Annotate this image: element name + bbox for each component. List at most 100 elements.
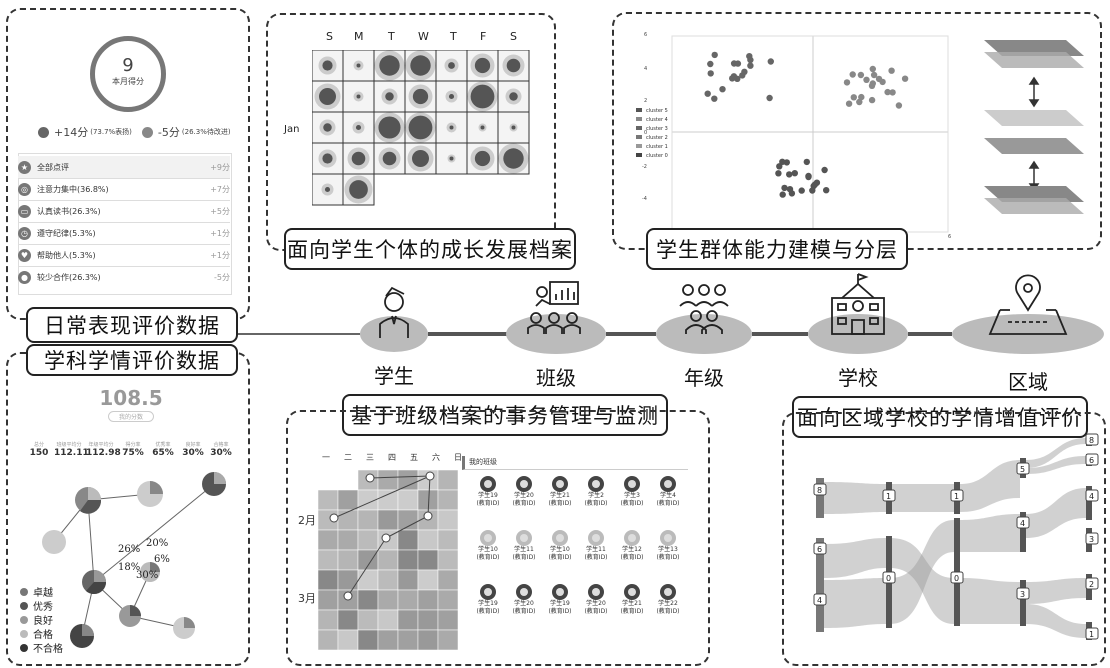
student-id-label: (教育ID) [548, 608, 572, 615]
scatter-point [707, 70, 714, 77]
student-card[interactable]: 学生19(教育ID) [468, 476, 508, 508]
comment-item[interactable]: ●较少合作(26.3%)-5分 [18, 266, 230, 288]
calendar-cell [497, 50, 530, 82]
student-card[interactable]: 学生11(教育ID) [504, 530, 544, 562]
legend-fail: 不合格 [20, 640, 63, 655]
scatter-point [805, 173, 812, 181]
student-avatar-icon [552, 476, 568, 492]
ytick: 2 [644, 98, 647, 104]
comment-item[interactable]: ◷遵守纪律(5.3%)+1分 [18, 222, 230, 245]
student-card[interactable]: 学生11(教育ID) [576, 530, 616, 562]
scatter-point [730, 60, 738, 67]
student-card[interactable]: 学生10(教育ID) [540, 530, 580, 562]
calendar-cell [342, 142, 375, 175]
trajectory-line [385, 515, 429, 539]
scatter-point [823, 187, 830, 194]
calendar-cell [404, 142, 437, 175]
class-calendar-cell [397, 569, 419, 591]
trajectory-line [427, 475, 431, 517]
student-id-label: (教育ID) [512, 608, 536, 615]
stat-title: 优秀率 [155, 442, 171, 448]
weekday-label: T [450, 30, 457, 43]
student-card[interactable]: 学生20(教育ID) [576, 584, 616, 616]
student-card[interactable]: 学生22(教育ID) [648, 584, 688, 616]
sankey-node-label: 3 [1020, 590, 1025, 599]
class-calendar-cell [357, 549, 379, 571]
entity-student: 学生 [374, 364, 414, 388]
label-group-modeling: 学生群体能力建模与分层 [646, 228, 908, 270]
weekday-label: S [326, 30, 333, 43]
scatter-point [850, 94, 857, 101]
student-avatar-icon [480, 530, 496, 546]
weekday-label: W [418, 30, 429, 43]
layer-pair-bottom [984, 186, 1084, 214]
student-card[interactable]: 学生3(教育ID) [612, 476, 652, 508]
comment-label: 帮助他人(5.3%) [37, 250, 96, 260]
scatter-point [704, 90, 711, 97]
calendar-cell [497, 80, 530, 113]
pct-label: 26% [118, 544, 140, 555]
comment-item[interactable]: ▭认真读书(26.3%)+5分 [18, 200, 230, 223]
student-card[interactable]: 学生13(教育ID) [648, 530, 688, 562]
stat-title: 得分率 [125, 442, 141, 448]
class-calendar-cell [357, 529, 379, 551]
student-card[interactable]: 学生12(教育ID) [612, 530, 652, 562]
legend-excellent: 卓越 [20, 584, 53, 599]
pie-node [173, 617, 195, 639]
scatter-point [776, 163, 783, 170]
comment-item[interactable]: ♥帮助他人(5.3%)+1分 [18, 244, 230, 267]
team-icon: ● [18, 270, 31, 284]
legend-label: 优秀 [33, 602, 53, 613]
school-building-icon [831, 273, 885, 335]
double-arrow-icon [1028, 76, 1040, 108]
student-card[interactable]: 学生20(教育ID) [504, 584, 544, 616]
comment-score: +1分 [210, 228, 230, 238]
scatter-point [786, 171, 793, 178]
comment-item[interactable]: ◎注意力集中(36.8%)+7分 [18, 178, 230, 201]
comment-score: +1分 [210, 250, 230, 260]
student-card[interactable]: 学生19(教育ID) [468, 584, 508, 616]
class-calendar-cell [397, 469, 419, 491]
student-card[interactable]: 学生20(教育ID) [504, 476, 544, 508]
scatter-point [798, 187, 805, 194]
student-name: 学生3 [624, 492, 640, 499]
class-calendar-cell [397, 629, 419, 651]
student-card[interactable]: 学生21(教育ID) [612, 584, 652, 616]
weekday-label: S [510, 30, 517, 43]
calendar-cell [404, 80, 437, 113]
scatter-point [821, 166, 828, 174]
weekday-label: 五 [410, 453, 418, 462]
student-card[interactable]: 学生21(教育ID) [540, 476, 580, 508]
scatter-point [729, 75, 736, 82]
calendar-cell [373, 80, 406, 113]
student-card[interactable]: 学生2(教育ID) [576, 476, 616, 508]
student-id-label: (教育ID) [476, 554, 500, 561]
calendar-cell [466, 111, 499, 144]
legend-label: 不合格 [33, 644, 63, 655]
label-growth-profile: 面向学生个体的成长发展档案 [284, 228, 576, 270]
comment-item[interactable]: ★全部点评+9分 [18, 156, 230, 179]
praise-score: +14分 [54, 126, 89, 139]
scatter-point [711, 51, 718, 59]
sankey-node-label: 5 [1020, 465, 1025, 474]
monthly-score-value: 9 [122, 55, 134, 76]
scatter-point [888, 67, 895, 74]
student-card[interactable]: 学生10(教育ID) [468, 530, 508, 562]
scatter-point [791, 170, 798, 177]
calendar-cell [373, 111, 406, 144]
student-card[interactable]: 学生4(教育ID) [648, 476, 688, 508]
stat-title: 总分 [33, 442, 44, 448]
student-card[interactable]: 学生19(教育ID) [540, 584, 580, 616]
class-calendar-cell [357, 509, 379, 531]
legend-swatch [20, 629, 28, 638]
month-label: Jan [284, 124, 300, 135]
class-roster: 学生19(教育ID)学生20(教育ID)学生21(教育ID)学生2(教育ID)学… [464, 474, 690, 660]
weekday-label: 三 [366, 453, 374, 462]
classroom-icon [527, 281, 581, 334]
praise-summary: +14分 (73.7%表扬) -5分 (26.3%待改进) [38, 124, 231, 140]
student-name: 学生19 [478, 492, 498, 499]
class-calendar-cell [437, 489, 459, 511]
